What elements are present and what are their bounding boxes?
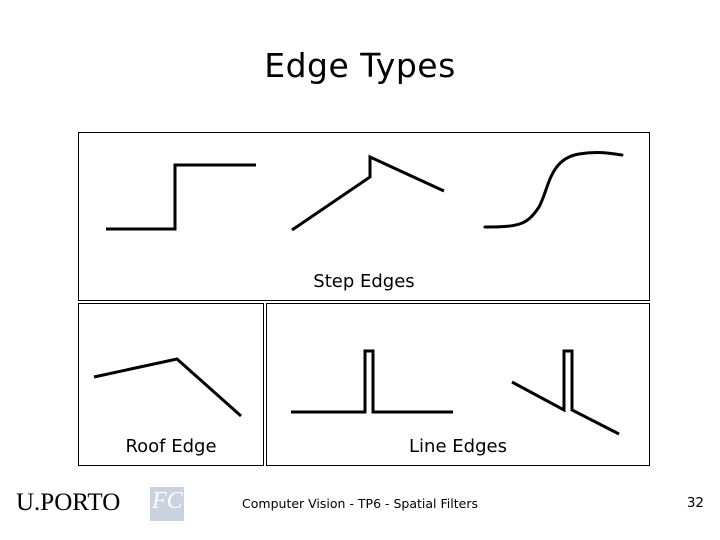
panel-step-edges: Step Edges — [78, 132, 650, 301]
step-edges-figure-group — [106, 150, 624, 232]
page-number: 32 — [686, 495, 704, 511]
caption-line-edges: Line Edges — [409, 436, 507, 457]
logo-wordmark: U.PORTO — [16, 489, 121, 516]
caption-roof-edge: Roof Edge — [125, 436, 217, 457]
line-edges-figure-group — [291, 349, 620, 436]
step-edge-abrupt — [106, 163, 256, 231]
step-edge-smooth — [483, 150, 624, 229]
step-edge-ramp — [291, 154, 445, 232]
line-edge-slanted — [511, 349, 620, 436]
logo-badge-text: FC — [152, 488, 183, 514]
university-logo: U.PORTO FC — [16, 487, 186, 523]
caption-step-edges: Step Edges — [313, 271, 415, 292]
line-edge-spike — [291, 349, 453, 414]
panel-roof-edge: Roof Edge — [78, 303, 264, 466]
roof-edge-figure-group — [93, 357, 242, 418]
footer-text: Computer Vision - TP6 - Spatial Filters — [242, 496, 478, 511]
logo-badge-icon: FC — [150, 487, 184, 521]
page-title: Edge Types — [264, 46, 456, 85]
panel-line-edges: Line Edges — [266, 303, 650, 466]
roof-edge — [93, 357, 242, 418]
